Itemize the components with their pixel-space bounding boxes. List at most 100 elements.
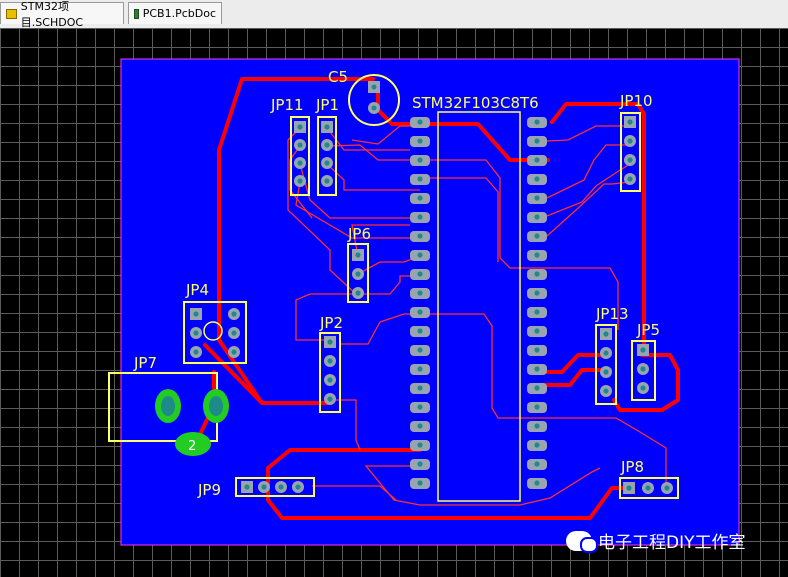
header-outlines — [108, 112, 679, 499]
document-tab-bar: STM32项目.SCHDOC PCB1.PcbDoc — [0, 0, 788, 29]
mcu-pad-hole — [534, 157, 540, 163]
pad-hole — [324, 124, 330, 130]
mcu-pad-hole — [417, 195, 423, 201]
pad-hole — [297, 178, 303, 184]
mcu-pad-hole — [534, 271, 540, 277]
pad-hole — [261, 484, 267, 490]
tab-pcb[interactable]: PCB1.PcbDoc — [128, 2, 222, 24]
mcu-pad-hole — [417, 385, 423, 391]
mcu-pad-hole — [417, 176, 423, 182]
jp7-pad-number: 2 — [188, 439, 196, 454]
mcu-pad-hole — [417, 461, 423, 467]
jp5-outline — [631, 340, 656, 401]
jp9-outline — [235, 477, 315, 497]
pad-hole — [324, 142, 330, 148]
c5-hole-2 — [371, 105, 377, 111]
pad-hole — [603, 369, 609, 375]
label-jp13: JP13 — [595, 305, 629, 323]
mcu-pad-hole — [417, 252, 423, 258]
pad-hole — [640, 347, 646, 353]
pad-hole — [640, 366, 646, 372]
mcu-pad-hole — [534, 214, 540, 220]
tab-schematic-label: STM32项目.SCHDOC — [20, 0, 84, 29]
tab-pcb-label: PCB1.PcbDoc — [142, 7, 216, 20]
signal-traces — [287, 125, 667, 506]
mcu-pad-hole — [534, 366, 540, 372]
label-c5: C5 — [328, 68, 348, 86]
wechat-icon — [566, 530, 598, 553]
pad-hole — [640, 385, 646, 391]
schematic-doc-icon — [6, 8, 17, 19]
pad-hole — [355, 290, 361, 296]
mcu-pad-hole — [534, 328, 540, 334]
mcu-pad-hole — [534, 461, 540, 467]
c5-hole-1 — [371, 84, 377, 90]
pad-hole — [626, 485, 632, 491]
mcu-pad-hole — [417, 347, 423, 353]
label-jp1: JP1 — [315, 96, 339, 114]
mcu-pad-hole — [417, 233, 423, 239]
pad-hole — [627, 119, 633, 125]
mcu-pad-hole — [534, 138, 540, 144]
jp10-outline — [620, 112, 641, 192]
mcu-outline — [437, 111, 521, 502]
label-jp6: JP6 — [347, 225, 371, 243]
pad-hole — [297, 142, 303, 148]
label-jp9: JP9 — [197, 481, 221, 499]
watermark-text: 电子工程DIY工作室 — [598, 533, 746, 553]
mcu-pad-hole — [417, 290, 423, 296]
jp8-outline — [619, 477, 679, 499]
pad-hole — [278, 484, 284, 490]
pad-hole — [324, 160, 330, 166]
jp4-outline — [183, 301, 247, 364]
mcu-pad-hole — [417, 138, 423, 144]
pad-hole — [603, 388, 609, 394]
jp6-outline — [347, 243, 369, 303]
pad-hole — [603, 350, 609, 356]
pad-hole — [327, 377, 333, 383]
jp11-outline — [290, 116, 310, 196]
pad-hole — [193, 311, 199, 317]
mcu-pad-hole — [417, 423, 423, 429]
pad-hole — [327, 396, 333, 402]
label-jp11: JP11 — [270, 96, 304, 114]
pad-hole — [297, 124, 303, 130]
label-jp2: JP2 — [319, 314, 343, 332]
pad-hole — [603, 331, 609, 337]
mcu-pad-hole — [417, 404, 423, 410]
mcu-pad-hole — [417, 119, 423, 125]
pad-hole — [327, 339, 333, 345]
pad-hole — [627, 157, 633, 163]
pad-hole — [295, 484, 301, 490]
mcu-pad-hole — [417, 309, 423, 315]
tab-schematic[interactable]: STM32项目.SCHDOC — [0, 0, 124, 29]
mcu-pad-hole — [417, 214, 423, 220]
pad-hole — [627, 138, 633, 144]
mcu-pad-hole — [534, 176, 540, 182]
mcu-pad-hole — [534, 119, 540, 125]
pad-hole — [231, 349, 237, 355]
mcu-pad-hole — [534, 252, 540, 258]
label-jp4: JP4 — [185, 281, 209, 299]
mcu-pad-hole — [417, 442, 423, 448]
pcb-doc-icon — [134, 8, 139, 19]
jp7-pad-2[interactable] — [175, 432, 211, 456]
pad-hole — [193, 330, 199, 336]
pad-hole — [297, 160, 303, 166]
mcu-pad-hole — [534, 290, 540, 296]
jp13-outline — [595, 324, 617, 405]
mcu-pad-hole — [534, 423, 540, 429]
mcu-pad-hole — [534, 442, 540, 448]
label-jp10: JP10 — [619, 92, 653, 110]
pad-hole — [627, 176, 633, 182]
jp2-outline — [319, 332, 341, 413]
label-jp8: JP8 — [620, 458, 644, 476]
watermark: 电子工程DIY工作室 — [566, 528, 746, 553]
mcu-pad-hole — [534, 309, 540, 315]
jp7-hole-1 — [161, 396, 175, 416]
mcu-pad-hole — [417, 480, 423, 486]
label-jp7: JP7 — [133, 354, 157, 372]
jp7-hole-3 — [209, 396, 223, 416]
mcu-pad-hole — [534, 195, 540, 201]
pad-hole — [355, 271, 361, 277]
